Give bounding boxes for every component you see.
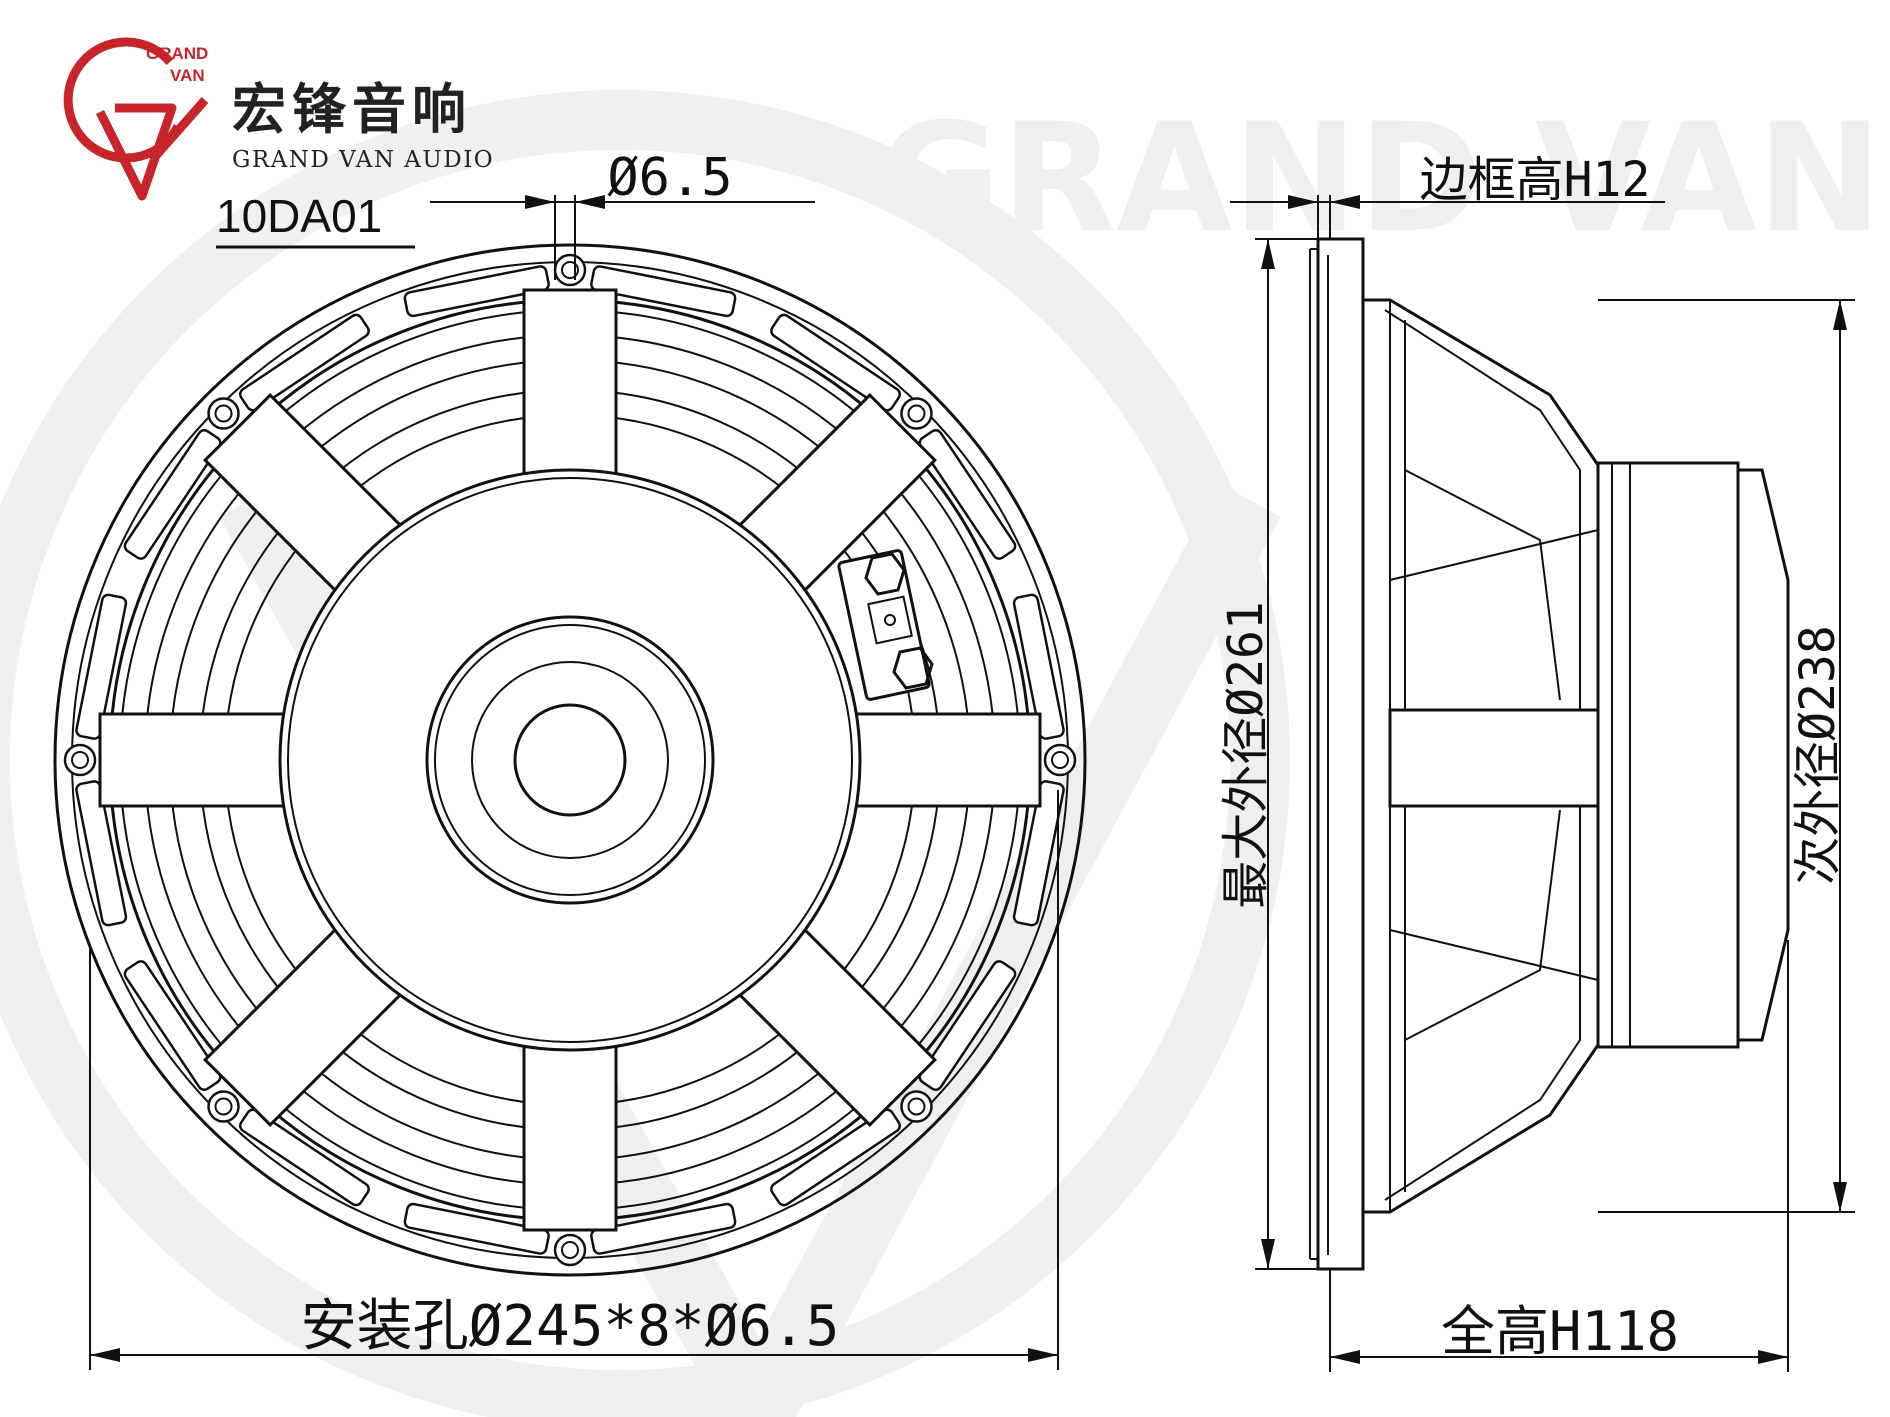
terminal-nut-top [864,552,906,596]
pole-piece [471,661,669,859]
frame-slot [238,313,370,412]
basket-spoke [522,1028,618,1232]
basket-spoke [98,712,302,808]
frame-slot [123,960,222,1092]
frame-slot [1012,593,1065,740]
frame-slot [918,960,1017,1092]
basket-spokes [98,288,1042,1232]
mounting-hole-inner [1051,751,1069,769]
frame-slot [238,1108,370,1207]
mounting-hole [207,397,240,430]
front-flange [1316,237,1365,1271]
mounting-hole-inner [907,1097,926,1116]
mounting-hole [553,253,587,287]
dim-frame-height: 边框高H12 [1420,152,1651,208]
logo-text-top: GRAND [146,44,208,63]
dim-max-outer-diameter: 最大外径Ø261 [1218,601,1274,909]
mounting-hole-inner [561,1241,579,1259]
frame-slot [918,428,1017,560]
magnet-side [1596,461,1740,1049]
logo-text-bottom: VAN [170,66,205,85]
mounting-hole-inner [214,1097,233,1116]
frame-slot [590,1202,737,1255]
brand-name-cn: 宏锋音响 [232,78,472,141]
mounting-hole [63,743,97,777]
side-spoke [1388,708,1600,808]
magnet-ring [287,477,853,1043]
dim-hole-diameter: Ø6.5 [607,148,732,208]
frame-slot [403,265,550,318]
frame-slot [770,313,902,412]
magnet-plate-inner [434,624,706,896]
magnet-outer [278,468,862,1052]
dim-total-height: 全高H118 [1441,1300,1679,1363]
frame-slot [770,1108,902,1207]
mounting-holes [63,253,1077,1267]
frame-slot [1012,780,1065,927]
mounting-hole [553,1233,587,1267]
speaker-front-view [53,243,1087,1277]
mounting-hole-inner [71,751,89,769]
dim-mounting-holes: 安装孔Ø245*8*Ø6.5 [301,1294,840,1359]
gv-logo-icon: GRAND VAN [63,37,209,201]
terminal-block [837,549,934,701]
frame-slots [75,265,1065,1255]
basket-spoke [838,712,1042,808]
brand-logo: GRAND VAN 宏锋音响 GRAND VAN AUDIO [63,37,494,201]
model-number: 10DA01 [216,190,382,242]
frame-slot [123,428,222,560]
back-cover-side [1738,468,1790,1042]
mounting-hole [900,397,933,430]
dimension-lines: Ø6.5 边框高H12 最大外径Ø261 次外径Ø238 安装孔Ø245*8*Ø… [89,148,1855,1372]
basket-spoke [522,288,618,492]
dim-secondary-outer-diameter: 次外径Ø238 [1790,625,1846,885]
speaker-side-view [1309,237,1790,1271]
magnet-plate [425,615,715,905]
watermark-text: GRAND VAN [878,92,1883,266]
terminal-nut-bottom [892,646,934,690]
vent-hole [513,703,627,817]
frame-slot [75,780,128,927]
mounting-hole-inner [214,404,233,423]
mounting-hole [1043,743,1077,777]
brand-name-en: GRAND VAN AUDIO [232,147,494,173]
mounting-hole-inner [561,261,579,279]
frame-slot [403,1202,550,1255]
mounting-hole-inner [907,404,926,423]
outer-frame-ring [53,243,1087,1277]
mounting-hole [900,1090,933,1123]
frame-slot [75,593,128,740]
frame-slot [590,265,737,318]
mounting-hole [207,1090,240,1123]
